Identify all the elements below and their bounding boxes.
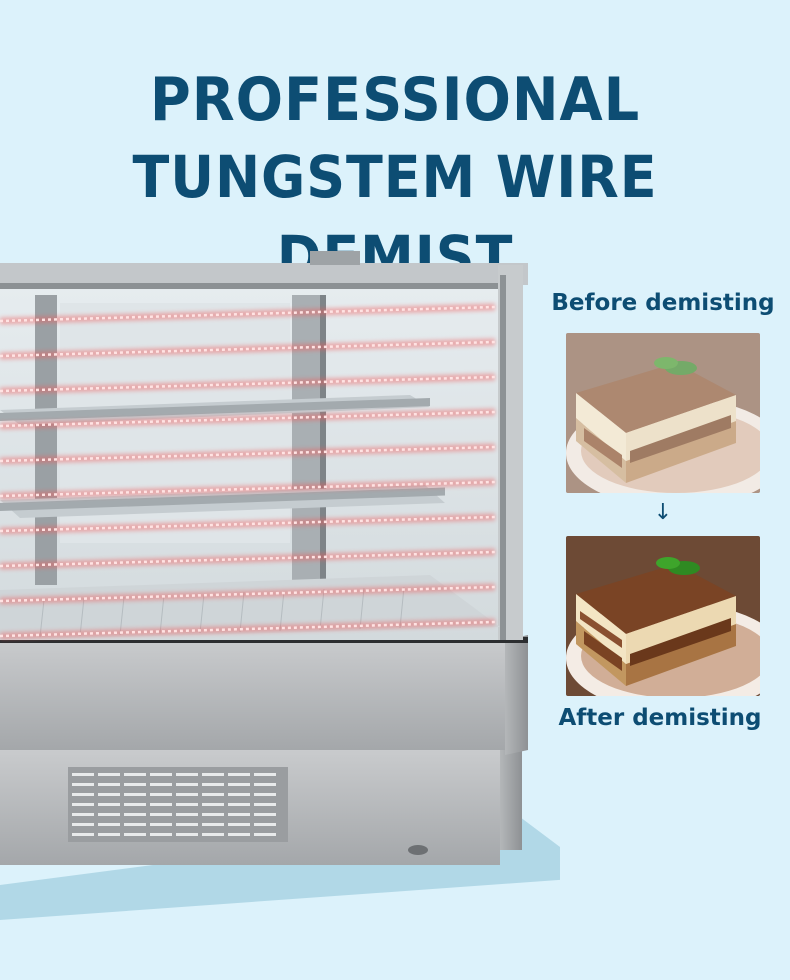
heating-wires <box>0 303 496 640</box>
vent-grille <box>68 767 288 842</box>
after-demisting-label: After demisting <box>558 705 762 731</box>
before-demisting-label: Before demisting <box>551 290 775 316</box>
clear-cake-image <box>566 536 760 696</box>
cake-photo-before <box>566 333 760 493</box>
cabinet-band <box>0 640 505 750</box>
headline-line-2: TUNGSTEM WIRE DEMIST <box>132 143 658 292</box>
headline-line-1: PROFESSIONAL <box>149 65 641 136</box>
headline: PROFESSIONAL TUNGSTEM WIRE DEMIST <box>0 63 790 297</box>
display-cabinet-illustration <box>0 245 560 925</box>
cake-photo-after <box>566 536 760 696</box>
caster-wheel <box>408 845 428 855</box>
display-cabinet-svg <box>0 251 560 920</box>
top-frame <box>0 263 528 285</box>
foggy-cake-image <box>566 333 760 493</box>
arrow-down-icon: ↓ <box>653 500 673 525</box>
